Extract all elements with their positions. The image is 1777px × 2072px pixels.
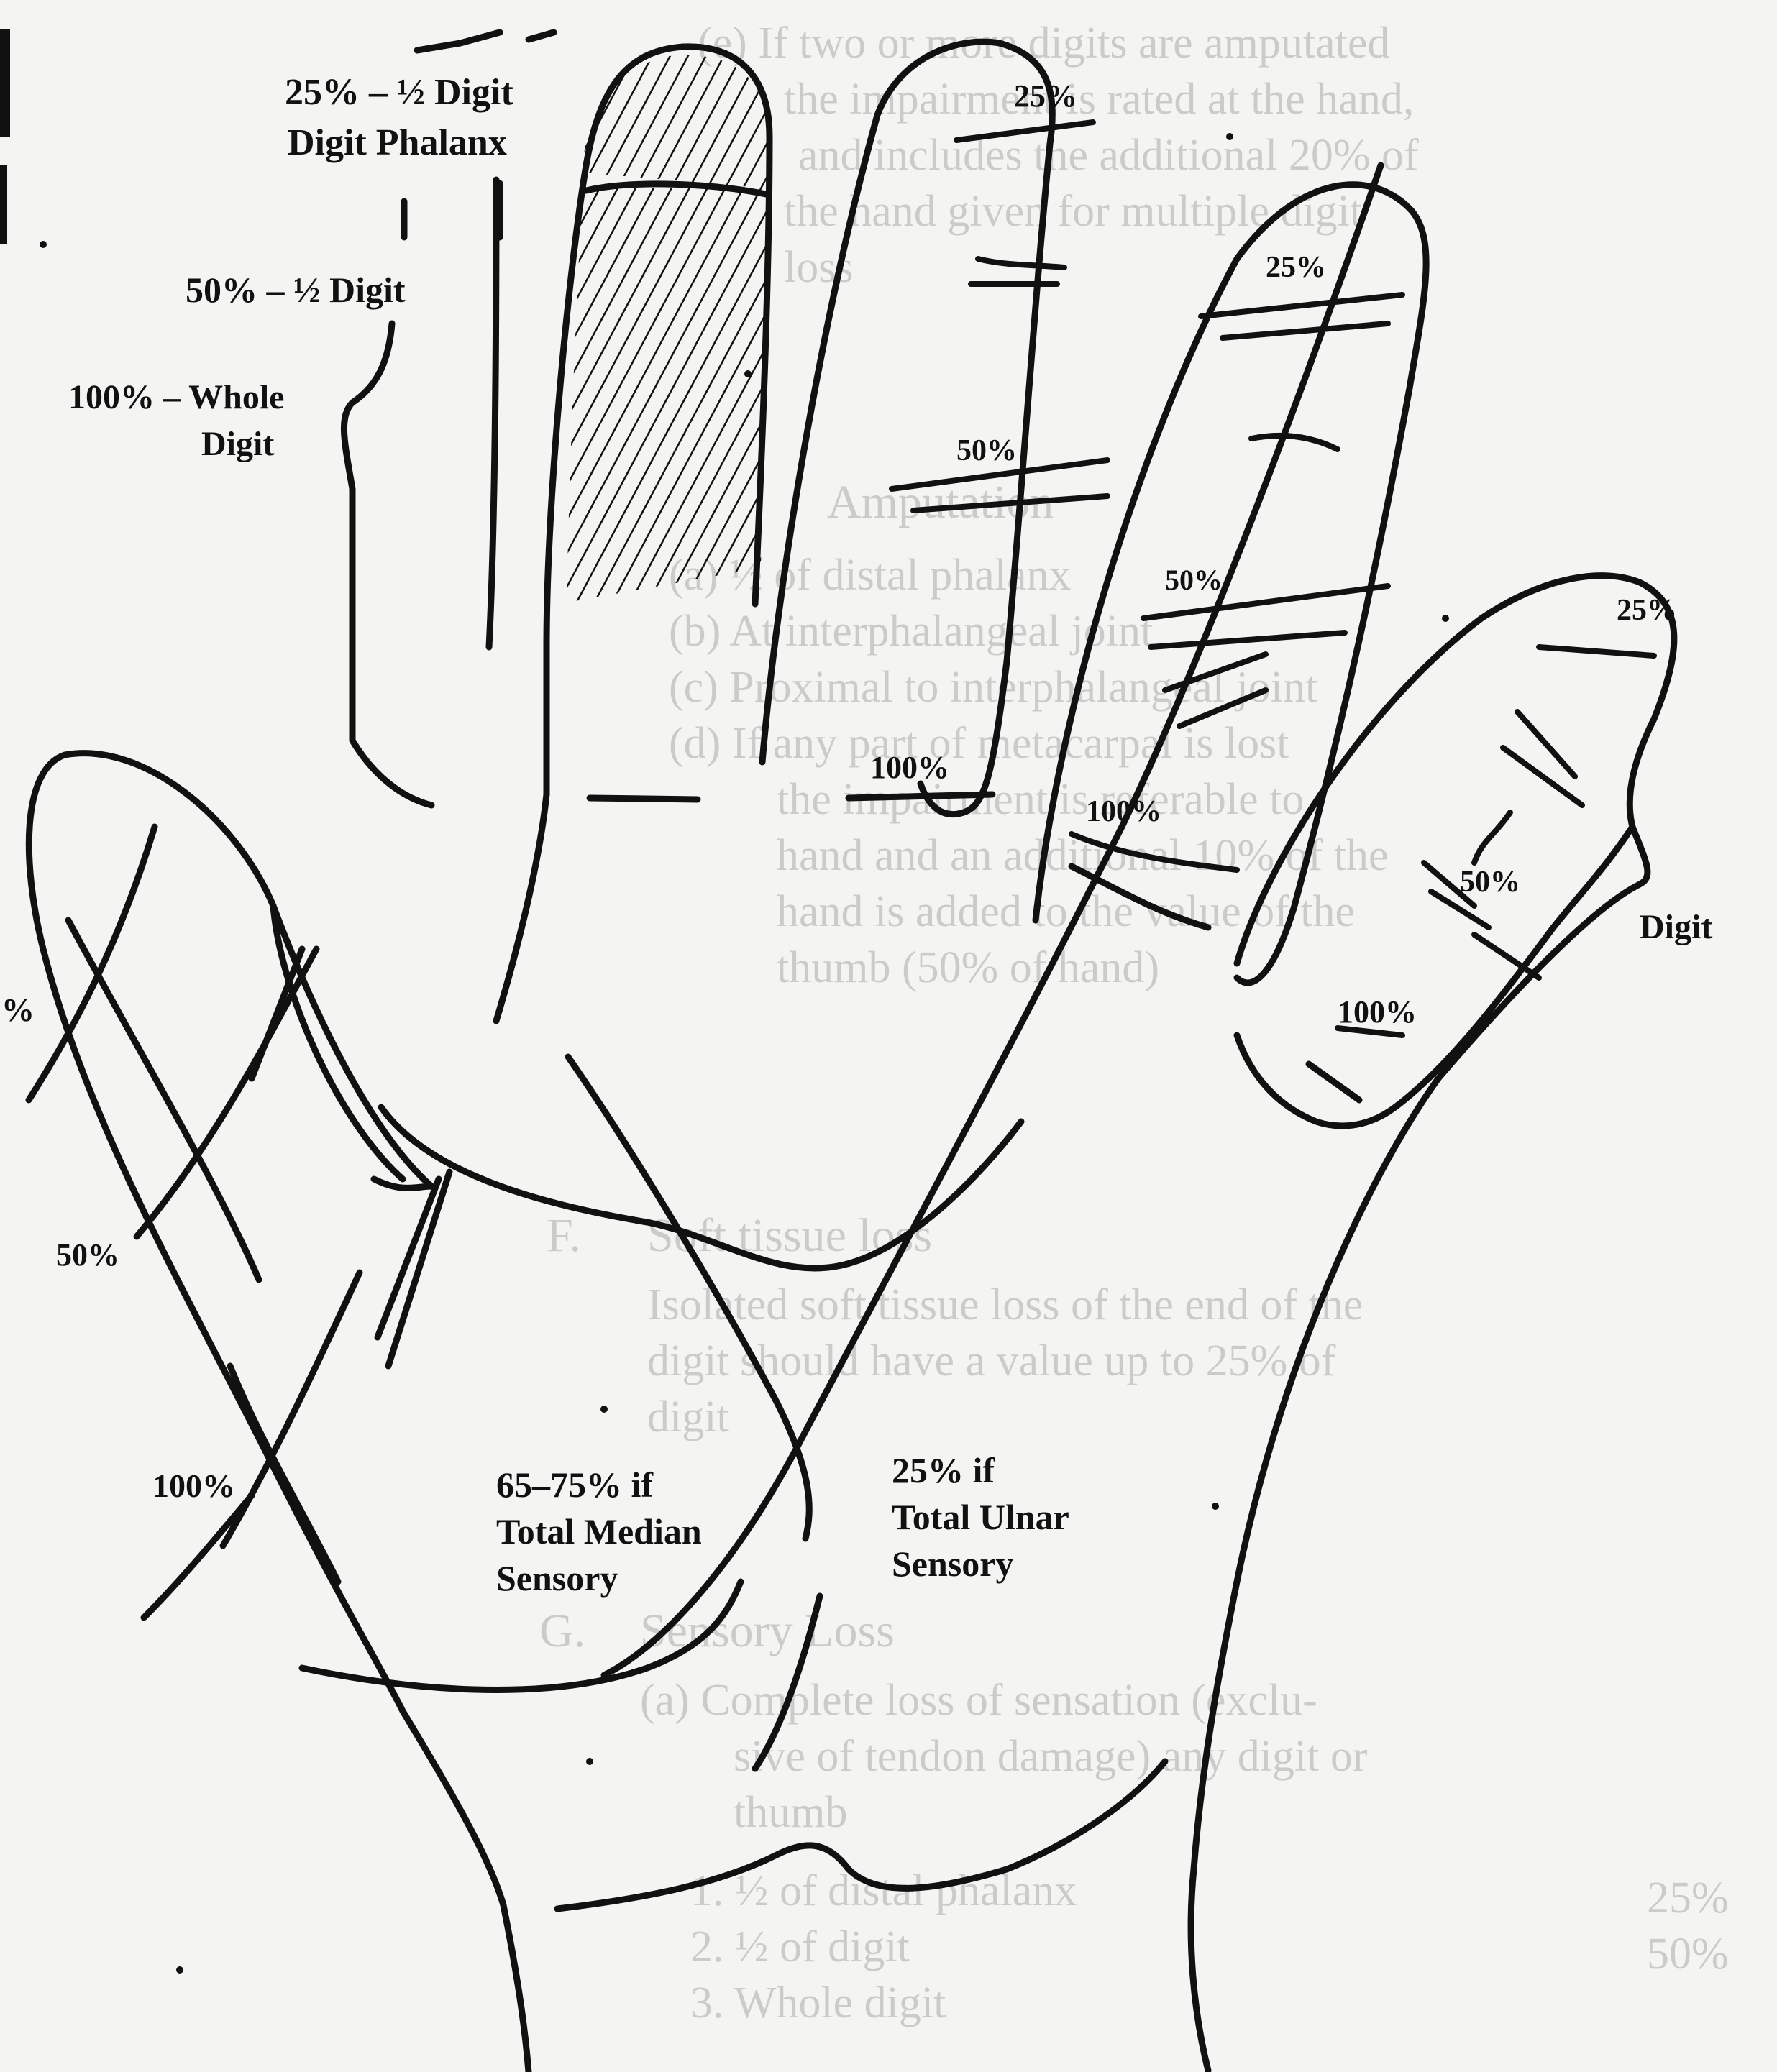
label-digit-phalanx: 25% – ½ Digit Digit Phalanx: [285, 72, 523, 163]
bleed-line: 1. ½ of distal phalanx: [690, 1866, 1077, 1915]
label-whole-digit: 100% – Whole Digit: [68, 378, 293, 463]
index-finger-hatching: [567, 55, 769, 602]
scan-edge-marks: [0, 29, 10, 244]
label-ring-50: 50%: [1165, 564, 1223, 596]
bleed-line: the hand given for multiple digit: [784, 187, 1362, 236]
bleed-line: 3. Whole digit: [690, 1979, 946, 2027]
bleed-line: Isolated soft tissue loss of the end of …: [647, 1280, 1363, 1329]
label-thumb-100: 100%: [152, 1467, 235, 1504]
label-median-sensory: 65–75% if Total Median Sensory: [496, 1464, 711, 1598]
bleed-line: thumb (50% of hand): [777, 943, 1159, 992]
label-middle-100: 100%: [870, 750, 949, 785]
bleed-line: G.: [539, 1605, 585, 1657]
label-ring-25: 25%: [1266, 251, 1326, 284]
bleed-line: digit: [647, 1393, 729, 1441]
label-middle-25: 25%: [1014, 78, 1077, 114]
bleed-line: Sensory Loss: [640, 1605, 895, 1657]
bleed-line: thumb: [734, 1788, 847, 1837]
label-little-digit: Digit: [1640, 908, 1712, 946]
bleed-line: (b) At interphalangeal joint: [669, 607, 1153, 656]
label-little-25: 25%: [1617, 594, 1677, 627]
label-ulnar-sensory: 25% if Total Ulnar Sensory: [892, 1450, 1077, 1584]
bleed-line: 50%: [1647, 1930, 1729, 1979]
label-ring-100: 100%: [1086, 795, 1161, 828]
bleed-line: sive of tendon damage) any digit or: [734, 1732, 1368, 1781]
bleed-line: 2. ½ of digit: [690, 1922, 910, 1971]
bleed-line: F.: [547, 1209, 581, 1262]
label-middle-50: 50%: [956, 434, 1017, 467]
label-little-50: 50%: [1460, 866, 1520, 899]
bleed-line: (e) If two or more digits are amputated: [698, 19, 1389, 68]
label-half-digit: 50% – ½ Digit: [186, 270, 406, 310]
bleed-line: digit should have a value up to 25% of: [647, 1337, 1336, 1385]
label-thumb-50: 50%: [56, 1237, 119, 1273]
bleed-line: 25%: [1647, 1874, 1729, 1922]
bleed-line: and includes the additional 20% of: [798, 131, 1419, 180]
label-thumb-fragment: %: [1, 991, 35, 1028]
bleed-line: hand is added to the value of the: [777, 887, 1355, 936]
label-little-100: 100%: [1338, 994, 1417, 1030]
